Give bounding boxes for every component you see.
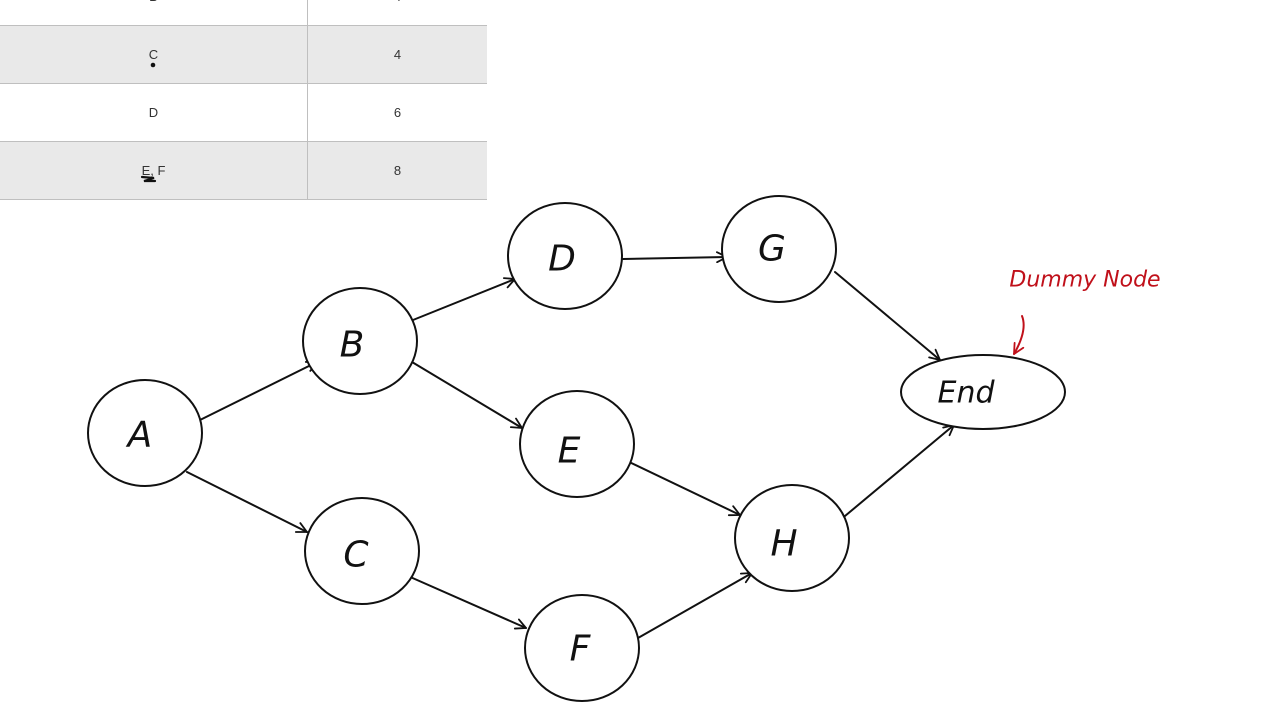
node-end-label: End	[937, 376, 995, 411]
task-label: D	[148, 105, 159, 120]
node-b-label: B	[340, 325, 365, 366]
edge-a-b	[199, 361, 318, 421]
value-cell: 8	[307, 141, 487, 200]
value-cell: 4	[307, 0, 487, 26]
node-g	[721, 195, 837, 303]
node-f	[524, 594, 640, 702]
node-e-label: E	[558, 431, 581, 472]
edge-h-end	[844, 424, 955, 517]
task-label: E, F	[141, 163, 166, 178]
value-cell: 6	[307, 83, 487, 142]
table-row: D 6	[0, 83, 487, 142]
task-cell: D	[0, 83, 308, 142]
edge-a-c	[186, 471, 308, 533]
table-row: B 4	[0, 0, 487, 26]
task-cell: C	[0, 25, 308, 84]
node-d	[507, 202, 623, 310]
task-table: B 4 C 4 D	[0, 0, 487, 200]
node-h	[734, 484, 850, 592]
node-end	[900, 354, 1066, 430]
edge-b-e	[411, 361, 523, 429]
node-b	[302, 287, 418, 395]
table-row: E, F 8	[0, 141, 487, 200]
node-d-label: D	[548, 239, 576, 280]
node-c-label: C	[343, 535, 369, 576]
node-g-label: G	[758, 229, 786, 270]
edge-g-end	[834, 271, 941, 361]
edge-d-g	[622, 251, 728, 264]
value-cell: 4	[307, 25, 487, 84]
dummy-node-annotation: Dummy Node	[1009, 268, 1160, 293]
node-h-label: H	[770, 524, 797, 565]
task-cell: E, F	[0, 141, 308, 200]
task-label: B	[149, 0, 158, 4]
edge-b-d	[412, 277, 516, 321]
table-row: C 4	[0, 25, 487, 84]
node-f-label: F	[570, 629, 592, 670]
node-a	[87, 379, 203, 487]
node-a-label: A	[126, 415, 153, 456]
task-cell: B	[0, 0, 308, 26]
edge-e-h	[624, 459, 741, 517]
edge-c-f	[407, 575, 527, 630]
task-label: C	[148, 47, 159, 62]
node-c	[304, 497, 420, 605]
annotation-arrow	[1013, 315, 1025, 355]
ink-dot-mark	[151, 62, 156, 68]
edge-f-h	[637, 572, 753, 639]
node-e	[519, 390, 635, 498]
ink-stroke-mark	[140, 175, 156, 183]
